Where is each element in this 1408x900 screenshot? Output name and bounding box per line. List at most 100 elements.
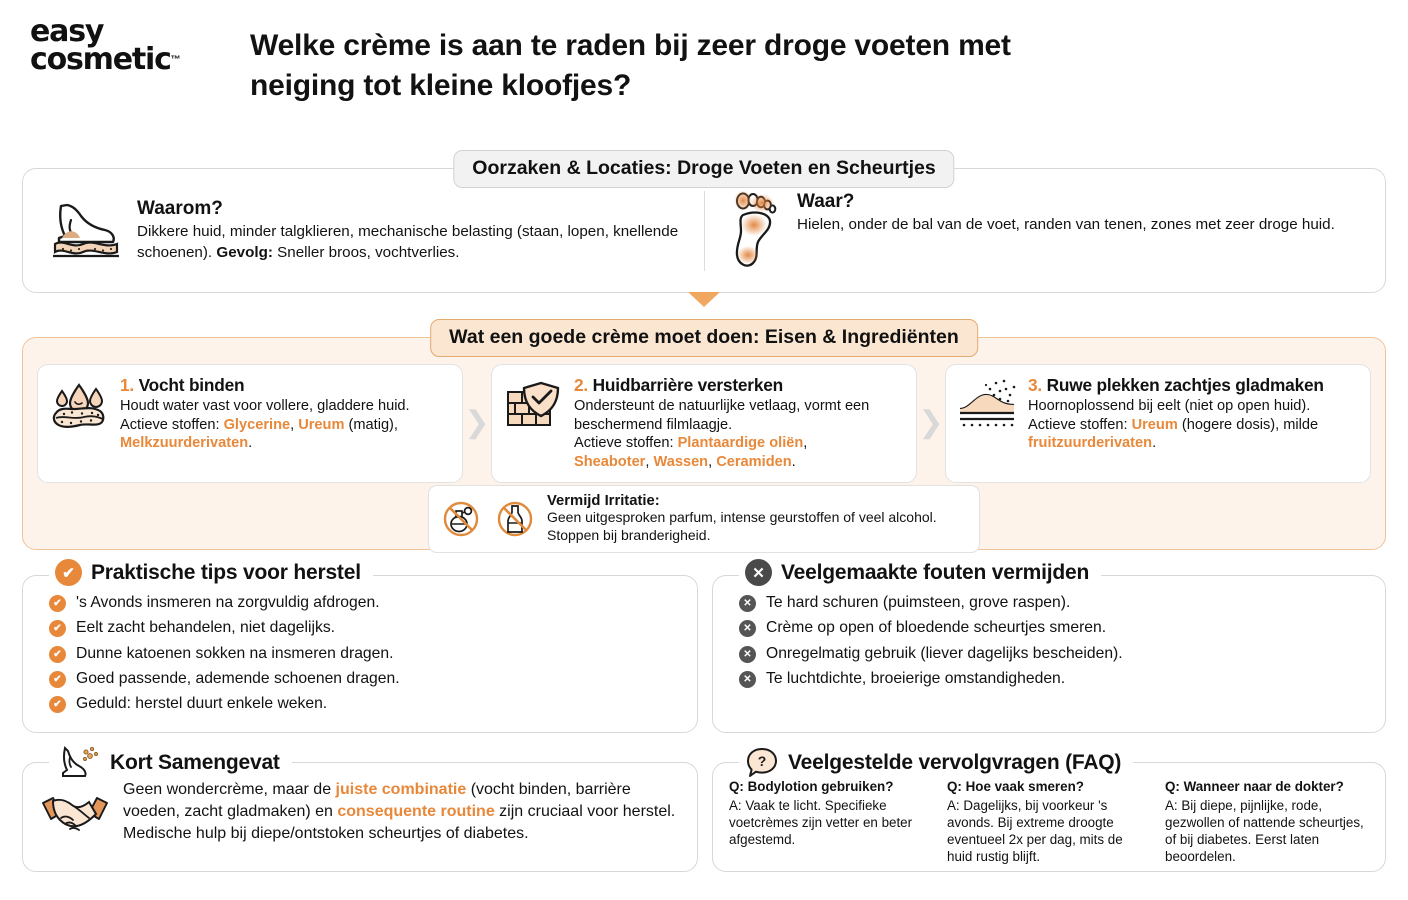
brand-line-2: cosmetic <box>30 41 172 77</box>
causes-locations-panel: Oorzaken & Locaties: Droge Voeten en Sch… <box>22 150 1386 293</box>
list-item: ✔ 's Avonds insmeren na zorgvuldig afdrog… <box>49 594 679 613</box>
check-circle-icon-small: ✔ <box>49 620 66 638</box>
card-2-text: Ondersteunt de natuurlijke vetlaag, vorm… <box>574 398 870 471</box>
card-3-title: Ruwe plekken zachtjes gladmaken <box>1046 375 1324 395</box>
why-text: Dikkere huid, minder talgklieren, mechan… <box>137 222 680 263</box>
tips-item-4: Geduld: herstel duurt enkele weken. <box>76 695 328 713</box>
card-2-number: 2. <box>574 375 589 395</box>
card-2-ingredient-2: Wassen <box>653 454 709 471</box>
requirement-card-3: 3. Ruwe plekken zachtjes gladmaken Hoorn… <box>945 364 1371 483</box>
water-drop-skin-icon <box>48 375 110 437</box>
list-item: ✕ Onregelmatig gebruik (liever dagelijks … <box>739 645 1367 664</box>
tips-item-0: 's Avonds insmeren na zorgvuldig afdroge… <box>76 594 380 611</box>
summary-title-group: Kort Samengevat <box>49 746 292 780</box>
tips-heading: Praktische tips voor herstel <box>91 560 361 584</box>
summary-panel: Kort Samengevat Geen wondercrème, maar d… <box>22 746 698 872</box>
summary-highlight-1: juiste combinatie <box>335 781 467 798</box>
card-3-line2-prefix: Actieve stoffen: <box>1028 416 1132 433</box>
foot-dry-flakes-icon <box>55 746 101 780</box>
where-text: Hielen, onder de bal van de voet, randen… <box>797 215 1335 233</box>
faq-item-0: Q: Bodylotion gebruiken? A: Vaak te lich… <box>729 779 933 865</box>
where-heading: Waar? <box>797 190 855 212</box>
list-item: ✕Crème op open of bloedende scheurtjes s… <box>739 619 1367 638</box>
page-header: easy cosmetic™ Welke crème is aan te rad… <box>0 0 1408 130</box>
faq-heading: Veelgestelde vervolgvragen (FAQ) <box>788 751 1122 774</box>
chevron-right-icon: ❯ <box>464 406 490 440</box>
card-2-line2-prefix: Actieve stoffen: <box>574 435 678 452</box>
card-1-ingredient-2: Melkzuurderivaten <box>120 435 249 452</box>
why-text-bold: Gevolg: <box>216 243 273 261</box>
card-1-line2-prefix: Actieve stoffen: <box>120 416 224 433</box>
card-1-line2-suffix: (matig), <box>344 416 398 433</box>
card-3-number: 3. <box>1028 375 1043 395</box>
card-1-ingredient-1: Ureum <box>298 416 345 433</box>
why-column: Waarom? Dikkere huid, minder talgklieren… <box>23 198 704 263</box>
requirements-chip: Wat een goede crème moet doen: Eisen & I… <box>430 319 978 357</box>
card-2-ingredient-3: Ceramiden <box>716 454 792 471</box>
no-perfume-icon <box>439 497 483 541</box>
faq-grid: Q: Bodylotion gebruiken? A: Vaak te lich… <box>713 763 1385 873</box>
x-circle-icon: ✕ <box>745 559 772 586</box>
card-1-line1: Houdt water vast voor vollere, gladdere … <box>120 398 410 414</box>
list-item: ✔Dunne katoenen sokken na insmeren drage… <box>49 645 679 664</box>
flow-arrow-icon <box>688 292 720 307</box>
card-3-ingredient-1: fruitzuurderivaten <box>1028 435 1153 452</box>
tips-title-group: ✔ Praktische tips voor herstel <box>49 559 373 586</box>
x-circle-icon-small: ✕ <box>739 645 756 663</box>
handshake-icon <box>39 785 111 839</box>
card-3-line1: Hoornoplossend bij eelt (niet op open hu… <box>1028 398 1311 414</box>
why-text-1: Dikkere huid, minder talgklieren, mechan… <box>137 222 679 261</box>
mistakes-list: ✕Te hard schuren (puimsteen, grove raspe… <box>713 576 1385 703</box>
causes-locations-chip: Oorzaken & Locaties: Droge Voeten en Sch… <box>453 150 955 188</box>
tips-item-1: Eelt zacht behandelen, niet dagelijks. <box>76 619 336 637</box>
no-alcohol-bottle-icon <box>493 497 537 541</box>
brand-tm: ™ <box>170 54 181 66</box>
svg-text:?: ? <box>758 753 767 769</box>
faq-question-1: Q: Hoe vaak smeren? <box>947 779 1084 794</box>
faq-answer-0: A: Vaak te licht. Specifieke voetcrèmes … <box>729 797 913 848</box>
x-circle-icon-small: ✕ <box>739 670 756 688</box>
card-2-title: Huidbarrière versterken <box>592 375 784 395</box>
mistakes-item-3: Te luchtdichte, broeierige omstandighede… <box>766 670 1066 688</box>
mistakes-panel: ✕ Veelgemaakte fouten vermijden ✕Te hard… <box>712 559 1386 733</box>
faq-answer-1: A: Dagelijks, bij voorkeur 's avonds. Bi… <box>947 797 1123 865</box>
faq-question-0: Q: Bodylotion gebruiken? <box>729 779 894 794</box>
card-3-ingredient-0: Ureum <box>1131 416 1178 433</box>
faq-answer-2: A: Bij diepe, pijnlijke, rode, gezwollen… <box>1165 797 1364 865</box>
summary-part-2: (vocht binden, barrière voeden, zacht gl… <box>123 781 631 821</box>
summary-body: Geen wondercrème, maar de juiste combina… <box>23 763 697 855</box>
avoid-irritation-box: Vermijd Irritatie: Geen uitgesproken par… <box>428 485 980 553</box>
mistakes-item-2: Onregelmatig gebruik (liever dagelijks b… <box>766 644 1123 662</box>
faq-title-group: ? Veelgestelde vervolgvragen (FAQ) <box>739 746 1134 780</box>
brand-logo: easy cosmetic™ <box>0 14 250 74</box>
card-2-ingredient-0: Plantaardige oliën <box>677 435 804 452</box>
card-1-number: 1. <box>120 375 135 395</box>
brand-line-1: easy <box>30 14 104 49</box>
x-circle-icon-small: ✕ <box>739 594 756 612</box>
card-3-heading: 3. Ruwe plekken zachtjes gladmaken <box>1028 375 1358 396</box>
list-item: ✔Geduld: herstel duurt enkele weken. <box>49 695 679 714</box>
tips-item-3: Goed passende, ademende schoenen dragen. <box>76 670 400 688</box>
avoid-line-2: Stoppen bij branderigheid. <box>547 526 711 543</box>
check-circle-icon-small: ✔ <box>49 670 66 688</box>
card-1-title: Vocht binden <box>138 375 245 395</box>
check-circle-icon-small: ✔ <box>49 645 66 663</box>
avoid-heading: Vermijd Irritatie: <box>547 493 660 509</box>
page-title: Welke crème is aan te raden bij zeer dro… <box>250 29 1011 102</box>
check-circle-icon-small: ✔ <box>49 594 66 612</box>
requirement-card-2: 2. Huidbarrière versterken Ondersteunt d… <box>491 364 917 483</box>
x-circle-icon-small: ✕ <box>739 620 756 638</box>
check-circle-icon: ✔ <box>55 559 82 586</box>
avoid-line-1: Geen uitgesproken parfum, intense geurst… <box>547 509 937 525</box>
faq-panel: ? Veelgestelde vervolgvragen (FAQ) Q: Bo… <box>712 746 1386 873</box>
chevron-right-icon-2: ❯ <box>918 406 944 440</box>
footprint-sole-icon <box>729 190 783 271</box>
card-2-line1: Ondersteunt de natuurlijke vetlaag, vorm… <box>574 398 870 433</box>
list-item: ✕ Te luchtdichte, broeierige omstandighed… <box>739 670 1367 689</box>
rough-skin-exfoliate-icon <box>956 375 1018 431</box>
list-item: ✔ Goed passende, ademende schoenen dragen… <box>49 670 679 689</box>
card-2-ingredient-1: Sheaboter <box>574 454 646 471</box>
list-item: ✔ Eelt zacht behandelen, niet dagelijks. <box>49 619 679 638</box>
card-1-text: Houdt water vast voor vollere, gladdere … <box>120 398 410 452</box>
tips-panel: ✔ Praktische tips voor herstel ✔ 's Avond… <box>22 559 698 733</box>
